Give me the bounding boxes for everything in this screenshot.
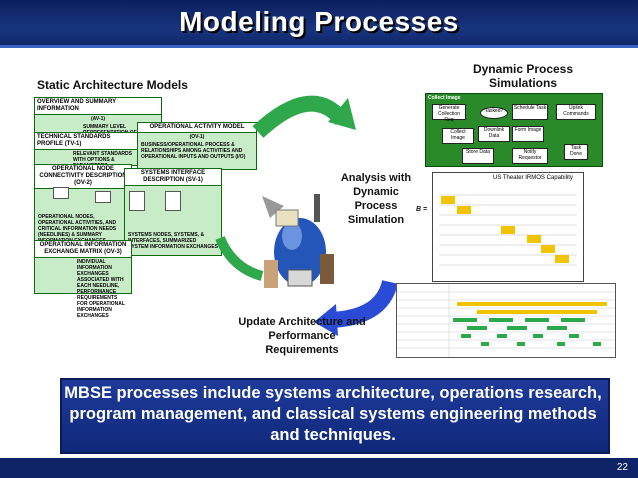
process-flow-diagram: Collect Image Generate Collection Req Ta…: [425, 93, 603, 167]
arrow-green-head: [328, 98, 356, 130]
timeline-grid: [397, 284, 615, 357]
doc-ov3-title: OPERATIONAL INFORMATION EXCHANGE MATRIX: [39, 242, 127, 255]
node-box: [53, 187, 69, 199]
timeline-bar: [533, 334, 543, 338]
timeline-bar: [497, 334, 507, 338]
timeline-bar: [453, 318, 477, 322]
doc-sv1-code: (SV-1): [185, 177, 203, 183]
monitor-icon: [287, 269, 313, 287]
timeline-bar: [489, 318, 513, 322]
flow-decision: Tasked?: [480, 107, 508, 119]
flow-node: Task Done: [564, 144, 588, 160]
timeline-chart: [396, 283, 616, 358]
flow-node: Generate Collection Req: [432, 104, 466, 123]
doc-ov3: OPERATIONAL INFORMATION EXCHANGE MATRIX …: [34, 240, 132, 319]
timeline-bar: [467, 326, 487, 330]
arrow-blue-head: [314, 304, 338, 336]
doc-ov3-desc: INDIVIDUAL INFORMATION EXCHANGES ASSOCIA…: [77, 259, 125, 319]
highlight-cell: [441, 196, 455, 204]
doc-ov1-desc: BUSINESS/OPERATIONAL PROCESS & RELATIONS…: [141, 142, 246, 160]
footer-bar: [0, 458, 638, 478]
timeline-bar: [557, 342, 565, 346]
flow-node: Uplink Commands: [556, 104, 596, 120]
highlight-cell: [555, 255, 569, 263]
flow-node: Store Data: [462, 148, 494, 164]
timeline-bar: [517, 342, 525, 346]
doc-av1-title: OVERVIEW AND SUMMARY INFORMATION: [37, 99, 117, 112]
static-models-title: Static Architecture Models: [37, 78, 188, 92]
globe-shine: [282, 222, 302, 250]
highlight-cell: [527, 235, 541, 243]
timeline-bar: [547, 326, 567, 330]
doc-sv1-desc: SYSTEMS NODES, SYSTEMS, & INTERFACES, SU…: [128, 232, 218, 250]
person-icon: [264, 260, 278, 288]
timeline-bar: [569, 334, 579, 338]
arrow-green-to-analysis: [252, 95, 349, 138]
map-icon: [275, 209, 299, 227]
doc-av1-code: (AV-1): [90, 116, 106, 122]
doc-sv1: SYSTEMS INTERFACE DESCRIPTION (SV-1) SYS…: [124, 168, 222, 256]
flow-node: Notify Requestor: [512, 148, 548, 164]
node-box: [95, 191, 111, 203]
matrix-grid: [439, 194, 577, 266]
system-box: [129, 191, 145, 211]
flow-node: Form Image: [512, 126, 544, 142]
title-bar: [0, 0, 638, 48]
highlight-cell: [541, 245, 555, 253]
arrow-right-in: [215, 235, 264, 281]
doc-sv1-title: SYSTEMS INTERFACE DESCRIPTION: [140, 170, 206, 183]
dynamic-sim-title: Dynamic Process Simulations: [472, 62, 574, 90]
doc-ov1: OPERATIONAL ACTIVITY MODEL (OV-1) BUSINE…: [137, 122, 257, 170]
timeline-bar: [457, 302, 607, 306]
summary-text: MBSE processes include systems architect…: [64, 384, 602, 444]
page-number: 22: [616, 462, 628, 473]
doc-ov1-title: OPERATIONAL ACTIVITY MODEL: [149, 124, 245, 130]
doc-ov2-code: (OV-2): [74, 180, 92, 186]
slide-title: Modeling Processes: [179, 6, 459, 37]
satellite-dish-icon: [262, 196, 284, 218]
doc-ov2-title: OPERATIONAL NODE CONNECTIVITY DESCRIPTIO…: [39, 166, 127, 179]
timeline-bar: [481, 342, 489, 346]
timeline-bar: [561, 318, 585, 322]
radio-tower-icon: [314, 194, 320, 222]
doc-ov3-code: (OV-3): [104, 249, 122, 255]
doc-ov1-code: (OV-1): [189, 134, 205, 140]
doc-tv1-title: TECHNICAL STANDARDS PROFILE: [37, 134, 111, 147]
flow-title: Collect Image: [428, 95, 461, 101]
title-stripe: [0, 45, 638, 48]
doc-tv1-code: (TV-1): [64, 141, 82, 147]
flow-node: Collect Image: [442, 128, 474, 144]
timeline-bar: [461, 334, 471, 338]
analysis-label: Analysis with Dynamic Process Simulation: [340, 172, 412, 226]
capability-matrix: US Theater IRMOS Capability: [432, 172, 584, 282]
flow-node: Downlink Data: [478, 126, 510, 142]
flow-node: Schedule Task: [512, 104, 548, 120]
summary-box: [60, 378, 610, 454]
person-icon: [320, 254, 334, 284]
timeline-bar: [477, 310, 597, 314]
matrix-title: US Theater IRMOS Capability: [493, 175, 573, 181]
timeline-bar: [525, 318, 549, 322]
arrow-blue-to-update: [329, 279, 398, 328]
highlight-cell: [457, 206, 471, 214]
update-label: Update Architecture and Performance Requ…: [238, 316, 366, 356]
matrix-var-label: B =: [416, 206, 428, 213]
highlight-cell: [501, 226, 515, 234]
timeline-bar: [507, 326, 527, 330]
people-network-illustration: [262, 194, 334, 288]
doc-tv1: TECHNICAL STANDARDS PROFILE (TV-1) RELEV…: [34, 132, 138, 169]
system-box: [165, 191, 181, 211]
timeline-bar: [593, 342, 601, 346]
